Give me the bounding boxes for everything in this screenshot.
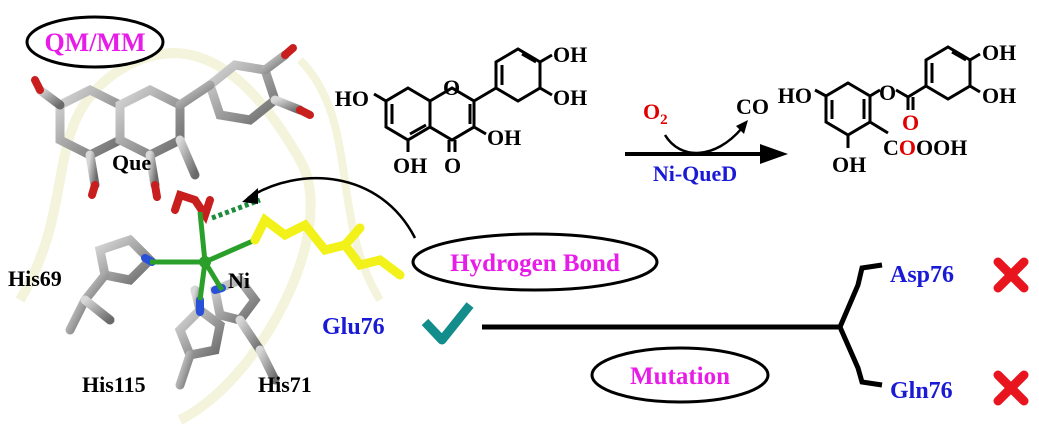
cross-icon [993, 370, 1029, 406]
quercetin-3d-model [35, 50, 305, 190]
ho-label: HO [778, 83, 812, 108]
co-label: CO [736, 94, 769, 119]
mutation-badge: Mutation [590, 346, 770, 404]
ni-label: Ni [228, 268, 250, 293]
nitrogen-atoms [141, 254, 226, 316]
acid-oh: OH [933, 135, 967, 160]
qmmm-label: QM/MM [44, 28, 145, 57]
acid-group-label: COOOH [883, 135, 967, 160]
acid-o-red: O [899, 135, 916, 160]
oh-label: OH [982, 40, 1016, 65]
ni-coordination-bonds [150, 211, 257, 301]
oxygen-atoms [31, 44, 314, 225]
oh-label: OH [553, 85, 587, 110]
o2-base: O [643, 99, 660, 124]
his115-label: His115 [82, 372, 146, 397]
hbond-pointer-arrow [247, 176, 417, 239]
protein-ribbon [297, 57, 384, 303]
carbonyl-o-label: O [444, 153, 461, 178]
check-icon [421, 302, 474, 345]
oh-label: OH [487, 125, 521, 150]
ho-label: HO [335, 86, 369, 111]
hbond-label: Hydrogen Bond [450, 250, 620, 277]
oh-label: OH [393, 153, 427, 178]
o2-label: O2 [643, 99, 668, 128]
oh-label: OH [832, 152, 866, 177]
fork-to-gln76 [837, 325, 883, 388]
his69-label: His69 [8, 266, 62, 291]
mutation-label: Mutation [630, 363, 730, 390]
hydrogen-bond-badge: Hydrogen Bond [411, 232, 659, 292]
product-structure: HO O OH OH O OH COOOH [778, 40, 1016, 177]
oh-label: OH [982, 83, 1016, 108]
ni-atom [199, 256, 211, 268]
carbonyl-o-label: O [902, 110, 919, 135]
ester-o-label: O [879, 80, 896, 105]
oh-label: OH [553, 42, 587, 67]
acid-o: O [916, 135, 933, 160]
quercetin-structure: HO O OH OH OH OH O [335, 42, 587, 178]
fork-to-asp76 [837, 262, 883, 328]
arrowhead-icon [242, 188, 258, 204]
curved-arrow [663, 127, 743, 155]
acid-c: C [883, 135, 899, 160]
o2-subscript: 2 [660, 112, 668, 128]
catalyst-label: Ni-QueD [653, 161, 737, 186]
arrowhead-icon [736, 120, 748, 134]
qmmm-badge: QM/MM [25, 15, 165, 69]
que-label: Que [112, 150, 151, 175]
ring-o-label: O [443, 75, 460, 100]
asp76-label: Asp76 [890, 262, 954, 288]
glu76-label: Glu76 [322, 314, 385, 340]
arrowhead-icon [760, 144, 788, 164]
his71-label: His71 [258, 372, 312, 397]
cross-icon [993, 257, 1029, 293]
glu76-sidechain [250, 213, 405, 280]
gln76-label: Gln76 [890, 378, 953, 404]
glu76-branch [340, 223, 365, 250]
